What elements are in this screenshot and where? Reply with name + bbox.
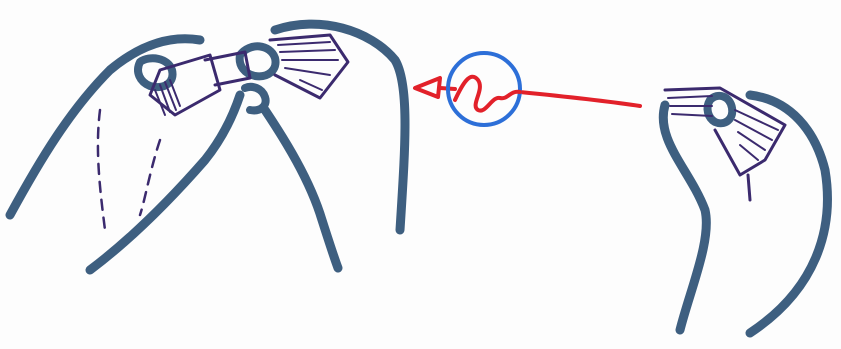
single-hand-holding-object-icon: [663, 88, 827, 333]
two-hands-holding-object-icon: [10, 24, 405, 270]
left-finger-lines: [98, 110, 105, 230]
squiggle-line: [455, 77, 520, 111]
right-hand-lower-contour: [265, 110, 338, 268]
single-hand-outline: [750, 95, 827, 333]
single-hand-inner-contour: [663, 105, 706, 330]
circled-squiggle-icon: [448, 53, 520, 125]
left-hand-lower-contour: [90, 95, 240, 270]
arrow-head: [415, 78, 440, 97]
single-object-hatching: [668, 96, 778, 160]
left-finger-lines-2: [140, 140, 160, 215]
single-object-stub: [748, 175, 750, 200]
arrow-shaft: [520, 92, 640, 106]
right-finger-knuckle: [245, 87, 266, 111]
right-hand-outline: [275, 24, 405, 230]
single-hand-thumb: [708, 96, 733, 123]
